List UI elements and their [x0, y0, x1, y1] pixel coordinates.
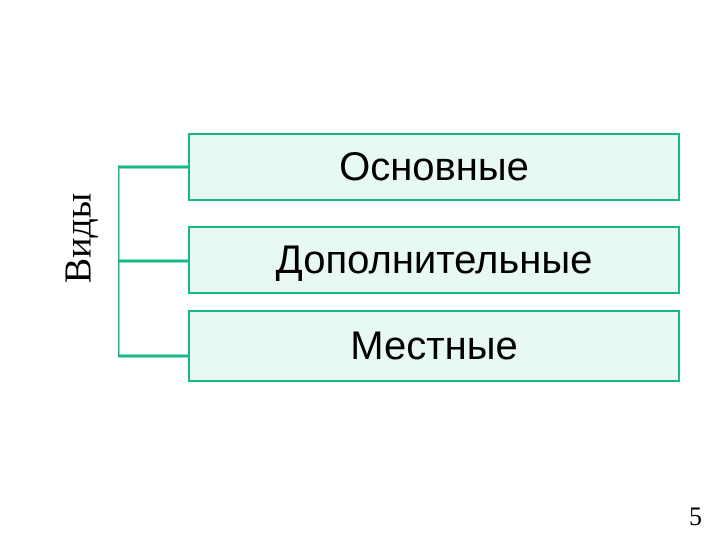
- diagram-node-label: Дополнительные: [275, 238, 593, 282]
- diagram-node-box: Дополнительные: [188, 226, 680, 294]
- page-number: 5: [689, 502, 702, 531]
- bracket-connector: [116, 148, 196, 358]
- category-label-vertical: Виды: [48, 148, 108, 328]
- category-label-text: Виды: [57, 192, 100, 284]
- diagram-node-label: Основные: [339, 145, 529, 189]
- bracket-svg: [116, 165, 188, 358]
- diagram-node-label: Местные: [350, 324, 518, 368]
- diagram-node-box: Местные: [188, 310, 680, 382]
- diagram-node-box: Основные: [188, 133, 680, 201]
